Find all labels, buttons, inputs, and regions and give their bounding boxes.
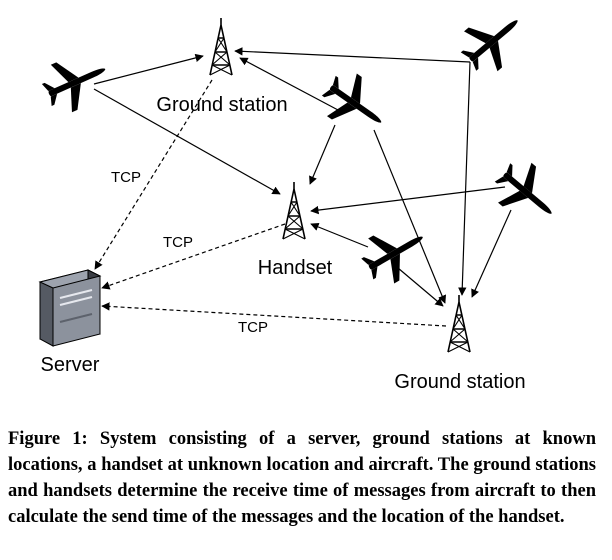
ground-station-top-label: Ground station (156, 94, 287, 116)
tcp-label-top: TCP (111, 169, 141, 186)
aircraft-icon (354, 214, 436, 292)
server-label: Server (41, 354, 100, 376)
aircraft-icon (485, 152, 569, 234)
signal-lines (93, 47, 512, 307)
tcp-label-middle: TCP (163, 234, 193, 251)
tcp-label-bottom: TCP (238, 319, 268, 336)
handset-antenna-icon (282, 181, 306, 240)
ground-station-bottom-tower-icon (447, 294, 471, 353)
ground-station-top-tower-icon (209, 17, 233, 76)
handset-label: Handset (258, 257, 333, 279)
aircraft-icon (451, 0, 535, 82)
system-diagram: Ground station Handset Ground station Se… (36, 0, 569, 393)
server-icon (38, 269, 102, 347)
figure-caption: Figure 1: System consisting of a server,… (8, 429, 596, 527)
ground-station-bottom-label: Ground station (394, 371, 525, 393)
tcp-links (94, 79, 447, 327)
